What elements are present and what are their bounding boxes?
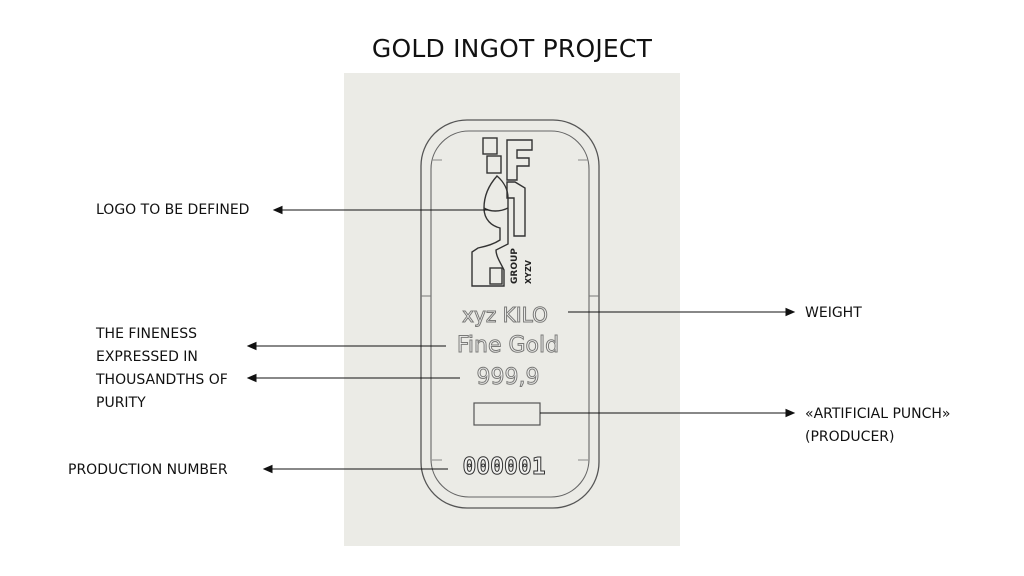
label-fineness-line-2: EXPRESSED IN	[96, 349, 198, 365]
ingot-outer-outline	[420, 119, 600, 509]
logo-text-code: XYZV	[524, 259, 533, 284]
slide-title: GOLD INGOT PROJECT	[371, 34, 653, 63]
label-logo: LOGO TO BE DEFINED	[96, 202, 250, 218]
arrowhead-logo	[272, 205, 283, 215]
logo-bar-right	[506, 181, 526, 237]
logo-block-small-top	[482, 137, 498, 155]
arrowhead-purity	[246, 373, 257, 383]
logo-graphic	[471, 137, 533, 287]
ingot-inner-outline	[430, 130, 590, 498]
ingot-weight-text: xyz KILO	[462, 303, 548, 327]
arrowhead-fine-gold	[246, 341, 257, 351]
logo-block-bottom	[489, 267, 503, 285]
label-fineness-line-1: THE FINENESS	[96, 326, 197, 342]
label-weight: WEIGHT	[805, 305, 862, 321]
ingot-purity-text: 999,9	[477, 365, 540, 390]
artificial-punch-box	[473, 402, 541, 426]
logo-letter-f	[506, 139, 533, 181]
label-punch-line-1: «ARTIFICIAL PUNCH»	[805, 406, 951, 422]
label-punch-line-2: (PRODUCER)	[805, 429, 895, 445]
label-production-number: PRODUCTION NUMBER	[68, 462, 228, 478]
label-fineness-line-3: THOUSANDTHS OF	[96, 372, 228, 388]
ingot-serial-number: 000001	[462, 454, 545, 480]
arrowhead-weight	[785, 307, 796, 317]
ingot-fine-gold-text: Fine Gold	[457, 333, 559, 358]
logo-body	[471, 175, 509, 287]
logo-text-group: GROUP	[510, 248, 520, 284]
label-fineness-line-4: PURITY	[96, 395, 146, 411]
ingot-drawing-panel	[344, 73, 680, 546]
arrowhead-production	[262, 464, 273, 474]
logo-block-small-mid	[486, 155, 502, 174]
logo-curve-mid	[483, 207, 509, 212]
arrowhead-punch	[785, 408, 796, 418]
